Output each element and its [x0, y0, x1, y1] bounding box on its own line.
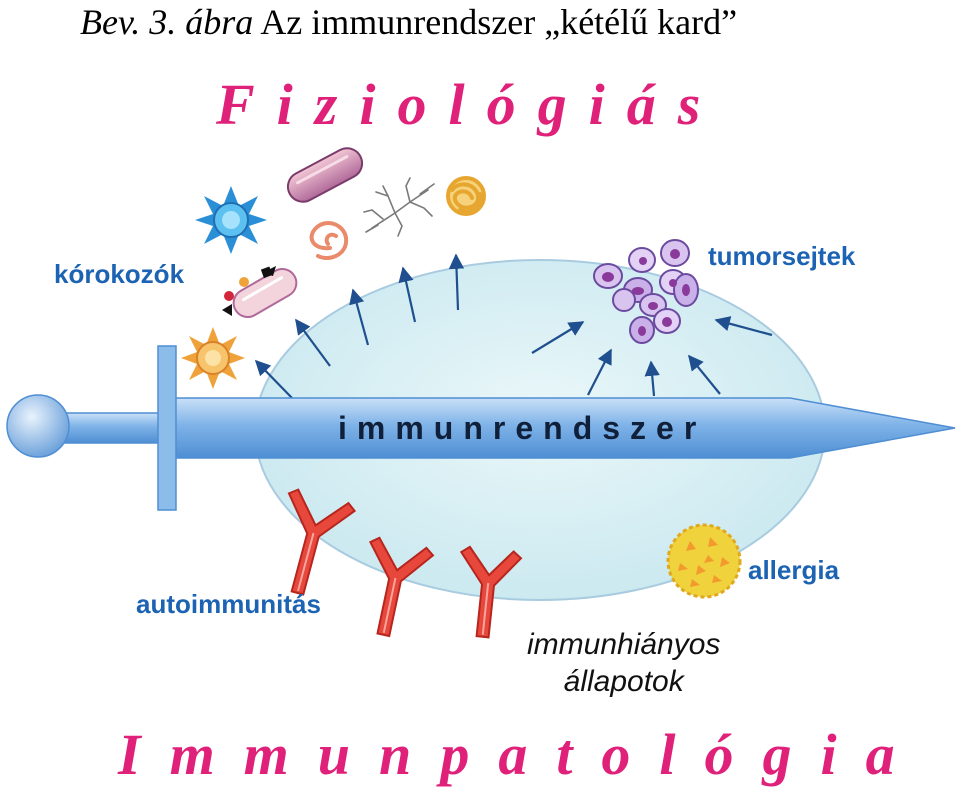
immunodeficiency-line2: állapotok	[563, 665, 684, 698]
allergy-label: allergia	[748, 555, 840, 585]
fungus-hyphae-icon	[363, 177, 435, 237]
blue-star-pathogen-icon	[195, 186, 267, 254]
antibody-icon	[459, 545, 523, 639]
physiological-heading: Fiziológiás	[216, 72, 723, 137]
autoimmunity-label: autoimmunitás	[136, 589, 321, 619]
immune-system-label: immunrendszer	[338, 410, 707, 446]
sword	[6, 345, 956, 511]
orange-star-pathogen-icon	[181, 327, 245, 389]
caption-title: Az immunrendszer „kétélű kard”	[260, 2, 738, 42]
bacterium-rod-icon	[232, 268, 298, 318]
bacterium-rod-icon	[286, 147, 364, 203]
antibody-icon	[368, 536, 435, 638]
immunodeficiency-label: immunhiányos állapotok	[527, 626, 720, 700]
antibody-icon	[287, 488, 357, 596]
yarn-bacterium-icon	[446, 176, 486, 216]
immunopathology-heading: Immunpatológia	[118, 722, 924, 787]
immunodeficiency-line1: immunhiányos	[527, 628, 721, 661]
tumor-cell-cluster-icon	[593, 239, 699, 344]
caption-prefix: Bev. 3. ábra	[80, 2, 254, 42]
pollen-allergen-icon	[666, 523, 742, 599]
pathogens-label: kórokozók	[54, 259, 185, 289]
sword-crossguard	[157, 345, 177, 511]
sword-grip	[61, 412, 161, 444]
tumor-cells-label: tumorsejtek	[708, 241, 856, 271]
figure-caption: Bev. 3. ábra Az immunrendszer „kétélű ka…	[80, 0, 737, 44]
effector-arrows	[254, 253, 773, 399]
sword-pommel	[6, 394, 70, 458]
antigen-markers	[222, 266, 276, 316]
spiral-bacterium-icon	[309, 221, 349, 260]
